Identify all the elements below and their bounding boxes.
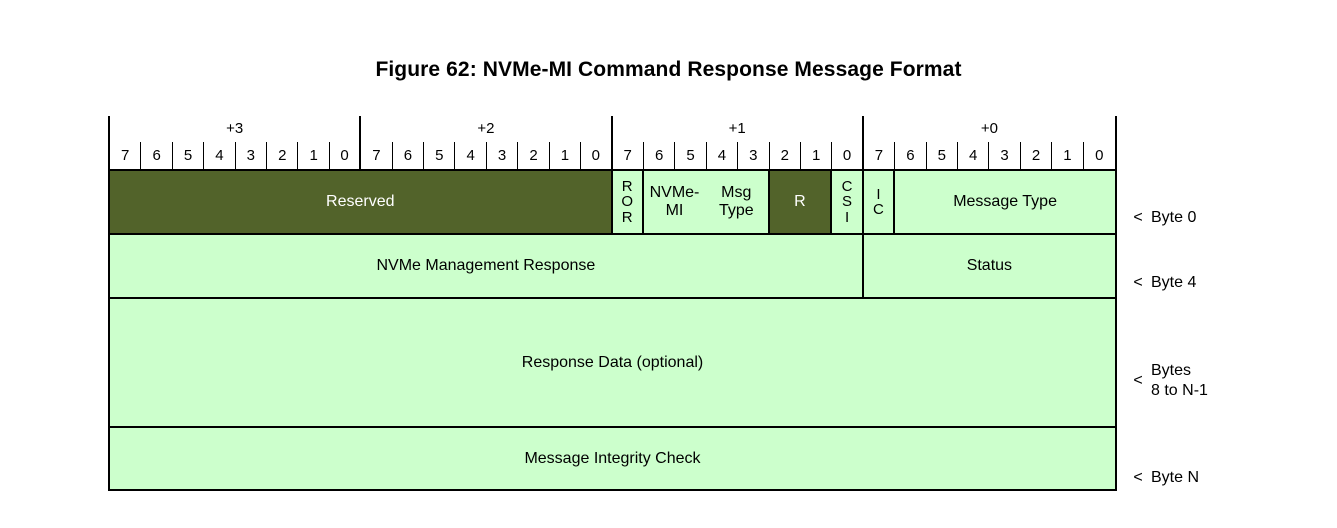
bit-label-7: 0 — [330, 142, 362, 169]
byte-annotations: < Byte 0 < Byte 4 < Bytes 8 to N-1 < Byte N — [1125, 186, 1337, 510]
bit-label-12: 3 — [487, 142, 519, 169]
bit-label-26: 5 — [927, 142, 958, 169]
bit-label-17: 6 — [644, 142, 676, 169]
bit-label-1: 6 — [141, 142, 173, 169]
bit-label-24: 7 — [864, 142, 896, 169]
field-status: Status — [863, 235, 1115, 297]
field-row-3: Message Integrity Check — [108, 426, 1117, 491]
byte-offset-plus1: +1 — [613, 116, 864, 142]
figure-title: Figure 62: NVMe-MI Command Response Mess… — [375, 58, 962, 81]
byte-annotation-label: Byte N — [1151, 468, 1200, 486]
bit-label-20: 3 — [738, 142, 770, 169]
caret-left-icon: < — [1133, 371, 1143, 389]
bit-label-2: 5 — [173, 142, 205, 169]
byte-annotation-0: < Byte 0 — [1125, 186, 1337, 250]
byte-offset-header: +3+2+1 +0 — [108, 116, 1117, 142]
bit-label-14: 1 — [550, 142, 582, 169]
bit-label-11: 4 — [455, 142, 487, 169]
byte-annotation-label: Byte 4 — [1151, 274, 1197, 291]
bit-label-27: 4 — [958, 142, 990, 169]
bit-label-29: 2 — [1021, 142, 1053, 169]
bit-label-15: 0 — [581, 142, 613, 169]
field-row-2: Response Data (optional) — [108, 297, 1117, 426]
field-message-integrity-check: Message Integrity Check — [110, 428, 1115, 489]
bit-label-16: 7 — [613, 142, 644, 169]
byte-offset-plus3: +3 — [110, 116, 362, 142]
field-r: R — [769, 171, 833, 233]
caret-left-icon: < — [1133, 468, 1143, 486]
field-message-type: Message Type — [895, 171, 1116, 233]
byte-annotation-3: < Byte N — [1125, 445, 1337, 510]
byte-annotation-2: < Bytes 8 to N-1 — [1125, 316, 1337, 445]
bit-label-25: 6 — [895, 142, 927, 169]
byte-annotation-label: Byte 0 — [1151, 209, 1197, 226]
bit-label-31: 0 — [1095, 147, 1104, 164]
caret-left-icon: < — [1133, 274, 1143, 291]
bit-label-6: 1 — [298, 142, 330, 169]
byte-offset-plus0: +0 — [980, 120, 998, 137]
bit-label-23: 0 — [832, 142, 864, 169]
bit-label-22: 1 — [801, 142, 833, 169]
bit-label-19: 4 — [707, 142, 739, 169]
byte-offset-plus2: +2 — [361, 116, 613, 142]
bit-label-9: 6 — [393, 142, 425, 169]
bit-label-18: 5 — [675, 142, 707, 169]
bit-label-13: 2 — [518, 142, 550, 169]
bit-label-30: 1 — [1052, 142, 1084, 169]
bit-label-28: 3 — [989, 142, 1021, 169]
bit-label-10: 5 — [424, 142, 456, 169]
bit-label-8: 7 — [361, 142, 393, 169]
byte-annotation-1: < Byte 4 — [1125, 250, 1337, 316]
bit-label-3: 4 — [204, 142, 236, 169]
bit-label-4: 3 — [236, 142, 268, 169]
caret-left-icon: < — [1133, 209, 1143, 226]
bit-label-21: 2 — [770, 142, 801, 169]
field-reserved: Reserved — [110, 171, 613, 233]
field-response-data: Response Data (optional) — [110, 299, 1115, 426]
byte-annotation-label: Bytes 8 to N-1 — [1151, 361, 1208, 399]
bit-label-0: 7 — [110, 142, 142, 169]
bit-label-5: 2 — [267, 142, 299, 169]
field-nvme-management-response: NVMe Management Response — [110, 235, 864, 297]
